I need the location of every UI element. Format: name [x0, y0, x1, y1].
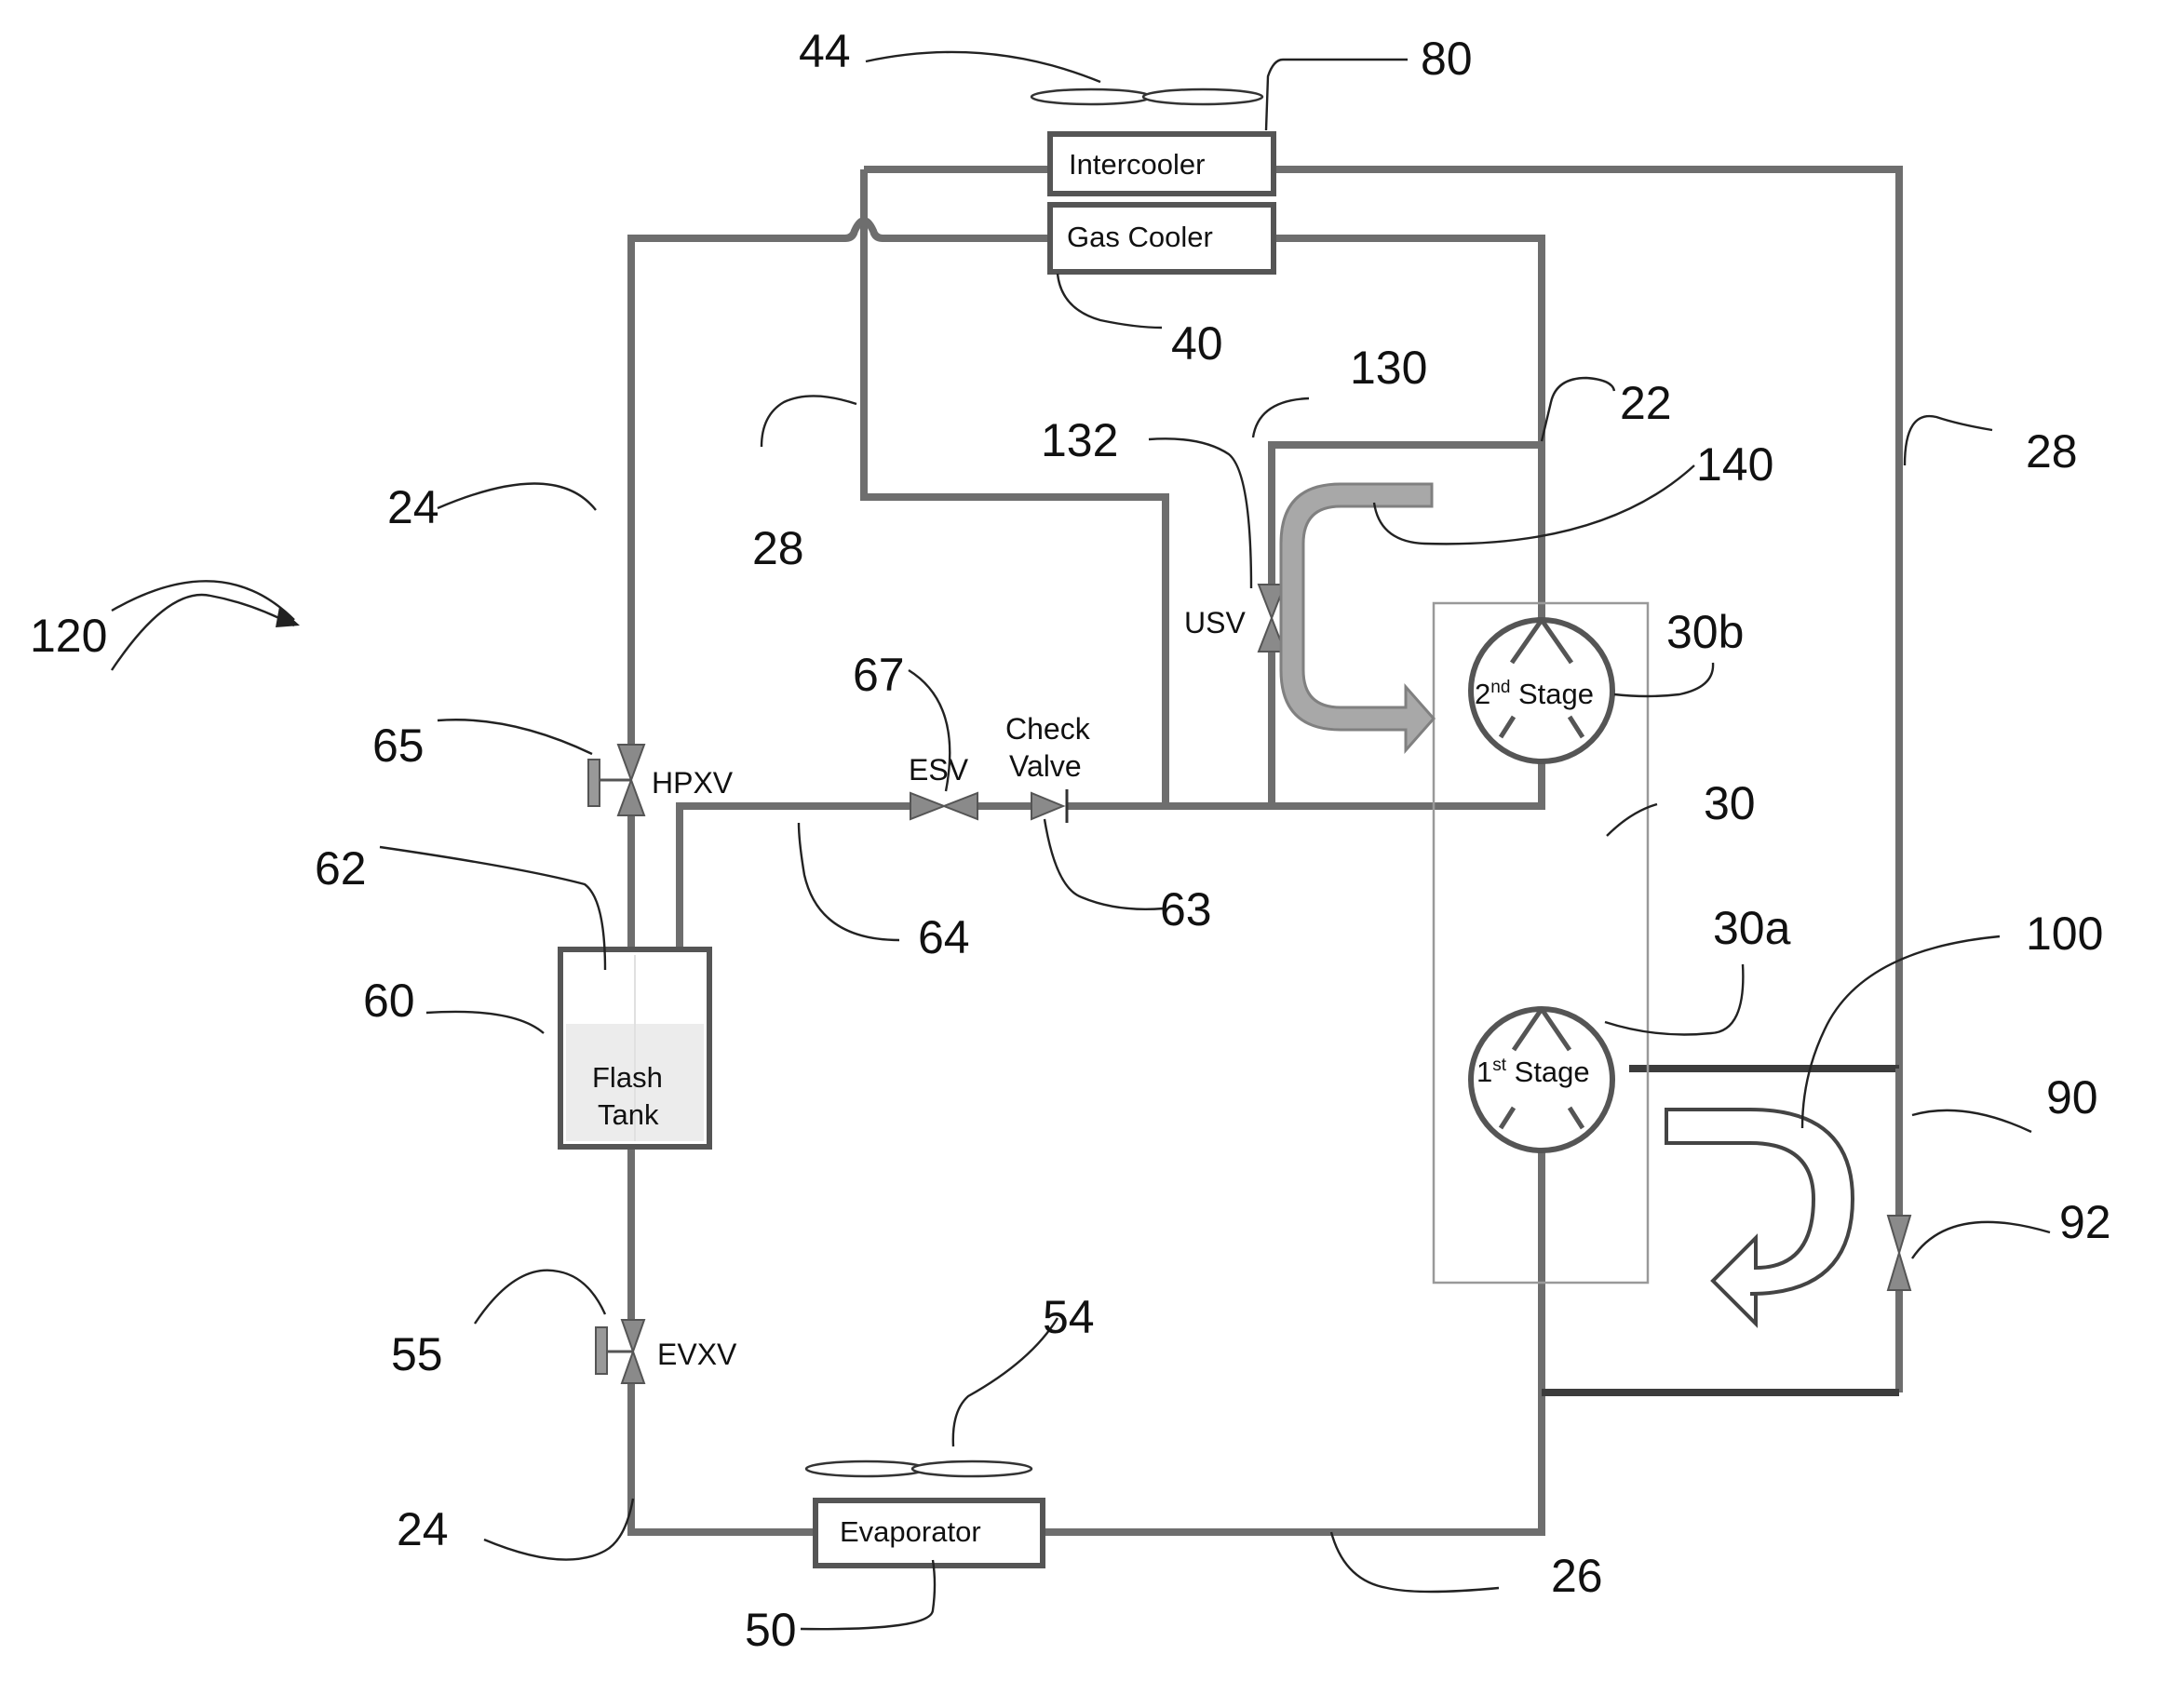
arrowhead-120: [276, 607, 300, 627]
compressor-2nd-stage: 2nd Stage: [1471, 620, 1612, 761]
flow-arrow-100: [1666, 1110, 1853, 1324]
ref-26: 26: [1551, 1550, 1603, 1602]
usv-label: USV: [1184, 606, 1246, 639]
ref-132: 132: [1041, 414, 1118, 466]
ref-22: 22: [1620, 377, 1672, 429]
ref-40: 40: [1171, 317, 1223, 370]
fan-44: [1031, 89, 1262, 104]
ref-54: 54: [1043, 1291, 1095, 1343]
valve-92-icon: [1888, 1216, 1910, 1290]
ref-65: 65: [372, 720, 425, 772]
pipe-26: [1043, 1150, 1542, 1532]
flow-arrow-140: [1281, 484, 1434, 750]
check-valve-label-line2: Valve: [1009, 749, 1082, 783]
flash-tank: Flash Tank: [560, 949, 709, 1147]
flash-tank-label-line1: Flash: [592, 1061, 663, 1094]
esv-valve-icon: ESV: [909, 753, 977, 819]
ref-50: 50: [745, 1604, 797, 1656]
fan-54: [806, 1461, 1031, 1476]
ref-80: 80: [1421, 33, 1473, 85]
hpxv-label: HPXV: [652, 766, 734, 800]
gas-cooler-box: Gas Cooler: [1050, 205, 1274, 272]
esv-label: ESV: [909, 753, 969, 787]
ref-55: 55: [391, 1328, 443, 1380]
ref-28-left: 28: [752, 522, 804, 574]
evaporator-box: Evaporator: [816, 1500, 1043, 1566]
ref-67: 67: [853, 649, 905, 701]
ref-90: 90: [2046, 1071, 2098, 1123]
ref-92: 92: [2059, 1196, 2111, 1248]
ref-120: 120: [30, 610, 107, 662]
ref-100: 100: [2026, 908, 2103, 960]
check-valve-label-line1: Check: [1005, 712, 1091, 746]
evxv-valve-icon: EVXV: [596, 1320, 737, 1383]
evxv-label: EVXV: [657, 1338, 737, 1371]
intercooler-box: Intercooler: [1050, 134, 1274, 194]
ref-30a: 30a: [1713, 902, 1791, 954]
gas-cooler-label: Gas Cooler: [1067, 221, 1213, 253]
ref-60: 60: [363, 975, 415, 1027]
intercooler-label: Intercooler: [1069, 148, 1205, 181]
ref-130: 130: [1350, 342, 1427, 394]
ref-24-top: 24: [387, 481, 439, 533]
pipe-gascooler-left: [631, 221, 1050, 754]
pipe-network: [631, 169, 1899, 1532]
evaporator-label: Evaporator: [840, 1515, 981, 1548]
ref-30: 30: [1704, 777, 1756, 829]
ref-44: 44: [799, 25, 851, 77]
pipe-check-to-2nd: [1067, 761, 1542, 806]
ref-24-bottom: 24: [397, 1503, 449, 1555]
pipe-intercooler-right: [1274, 169, 1899, 1069]
usv-valve-icon: USV: [1184, 585, 1285, 652]
ref-64: 64: [918, 911, 970, 963]
pipe-64: [680, 806, 910, 949]
compressor-1st-stage: 1st Stage: [1471, 1009, 1612, 1150]
ref-30b: 30b: [1666, 606, 1744, 658]
ref-63: 63: [1160, 883, 1212, 935]
ref-28-right: 28: [2026, 425, 2078, 478]
ref-62: 62: [315, 842, 367, 895]
pipe-24-bottom: [631, 1381, 816, 1532]
flash-tank-label-line2: Tank: [598, 1098, 659, 1131]
ref-140: 140: [1696, 438, 1773, 491]
